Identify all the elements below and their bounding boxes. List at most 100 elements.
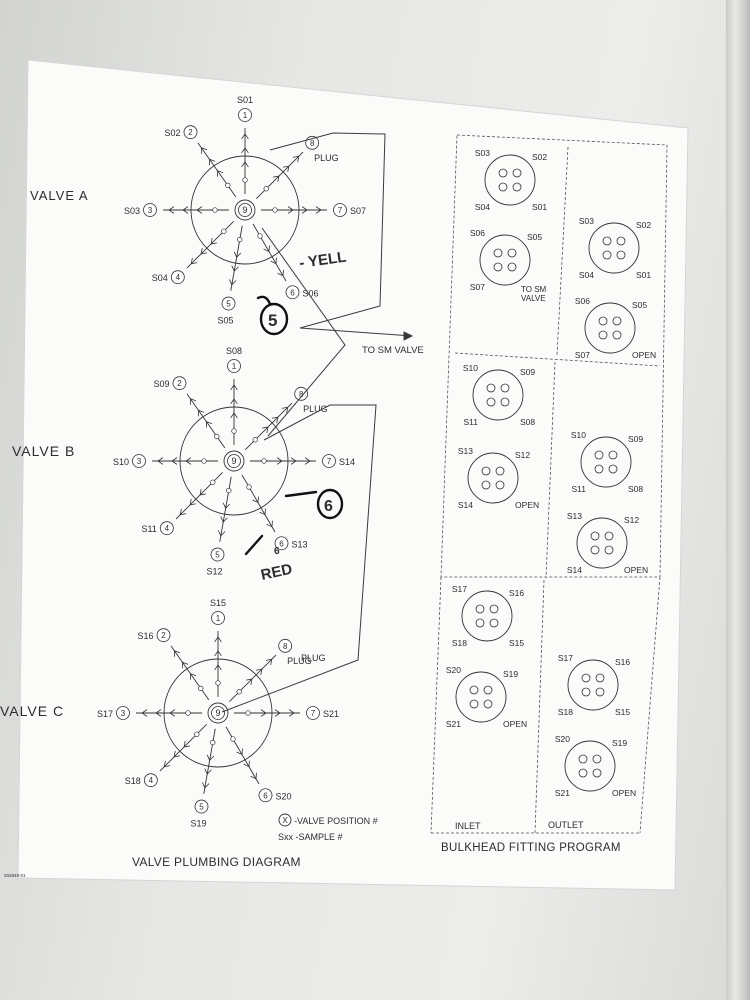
fitting-label: S16 <box>615 657 630 667</box>
fitting-body <box>576 517 628 569</box>
sample-label: S10 <box>113 457 129 467</box>
position-number-circle <box>211 611 225 625</box>
flow-chevron <box>233 251 242 258</box>
valve-port <box>210 479 216 485</box>
legend-position-symbol <box>278 813 292 827</box>
fitting-port <box>616 250 626 260</box>
flow-chevron <box>228 279 237 286</box>
valve-port <box>212 207 218 213</box>
valve-port <box>242 177 248 183</box>
fitting-label: S19 <box>503 669 518 679</box>
flow-chevron <box>214 636 222 643</box>
flow-chevron <box>241 161 249 168</box>
position-number: 8 <box>283 642 288 651</box>
valve-center-label: 9 <box>215 708 220 718</box>
position-number-circle <box>143 203 157 217</box>
fitting-label: S06 <box>470 228 485 238</box>
position-number-circle <box>285 285 300 300</box>
position-number-circle <box>294 386 309 401</box>
position-number-circle <box>210 547 225 562</box>
fitting-label: S12 <box>624 515 639 525</box>
flow-chevron <box>190 398 197 405</box>
valve-port <box>230 736 236 742</box>
flow-chevron <box>260 709 267 717</box>
fitting-label: S14 <box>458 500 473 510</box>
fitting-port <box>592 754 602 764</box>
valve-spoke <box>159 723 208 772</box>
outlet-label: OUTLET <box>548 820 584 830</box>
flow-chevron <box>231 265 239 272</box>
fitting-port <box>612 316 622 326</box>
valve-center-label: 9 <box>231 456 236 466</box>
fitting-label: S15 <box>615 707 630 717</box>
valve-center-label: 9 <box>242 205 247 215</box>
fitting-port <box>512 182 522 192</box>
flow-chevron <box>304 457 311 465</box>
fitting-label: S04 <box>475 202 490 212</box>
sample-label: S02 <box>164 128 180 138</box>
position-number-circle <box>170 270 185 285</box>
fitting-label: S09 <box>520 367 535 377</box>
position-number-circle <box>278 638 293 653</box>
fitting-label: S03 <box>475 148 490 158</box>
position-number-circle <box>221 296 236 311</box>
flow-chevron <box>250 772 257 780</box>
fitting-port <box>483 685 493 695</box>
fitting-label: S01 <box>532 202 547 212</box>
flow-chevron <box>270 257 277 265</box>
flow-chevron <box>198 409 205 417</box>
valve-port <box>185 710 191 716</box>
extra-plug-label: PLUG <box>301 653 326 663</box>
position-number: 1 <box>243 111 248 120</box>
sample-label: S12 <box>207 567 223 577</box>
position-number-circle <box>274 536 289 551</box>
bulkhead-panel <box>430 134 668 834</box>
fitting-port <box>581 673 591 683</box>
sample-label: S21 <box>323 709 339 719</box>
fitting-label: S12 <box>515 450 530 460</box>
sample-label: PLUG <box>287 656 312 666</box>
fitting-port <box>602 250 612 260</box>
fitting-body <box>567 659 619 711</box>
fitting-port <box>578 768 588 778</box>
position-number: 5 <box>215 551 220 560</box>
legend-symbol-text: X <box>282 816 288 825</box>
fitting-port <box>616 236 626 246</box>
flow-chevron <box>290 457 297 465</box>
flow-chevron <box>230 412 238 419</box>
fitting-label: S05 <box>527 232 542 242</box>
fitting-port <box>598 316 608 326</box>
fitting-port <box>489 618 499 628</box>
sample-label: S08 <box>226 346 242 356</box>
fitting-body <box>580 436 632 488</box>
position-number-circle <box>194 799 209 814</box>
fitting-label: S01 <box>636 270 651 280</box>
legend-sample-text: Sxx -SAMPLE # <box>278 832 343 842</box>
valve-port <box>221 228 227 234</box>
fitting-label: OPEN <box>503 719 527 729</box>
valve-port <box>261 458 267 464</box>
fitting-port <box>604 531 614 541</box>
position-number: 1 <box>216 614 221 623</box>
flow-chevron <box>214 664 222 671</box>
position-number: 4 <box>165 524 170 533</box>
fitting-label: S16 <box>509 588 524 598</box>
fitting-port <box>481 480 491 490</box>
flow-chevron <box>220 516 228 523</box>
position-number: 5 <box>199 803 204 812</box>
fitting-label: S20 <box>446 665 461 675</box>
flow-chevron <box>200 247 208 255</box>
fitting-port <box>507 248 517 258</box>
flow-chevron <box>276 457 283 465</box>
sample-label: S04 <box>152 273 168 283</box>
fitting-label: S03 <box>579 216 594 226</box>
valve-port <box>245 710 251 716</box>
fitting-body <box>588 222 640 274</box>
sample-label: S05 <box>218 316 234 326</box>
